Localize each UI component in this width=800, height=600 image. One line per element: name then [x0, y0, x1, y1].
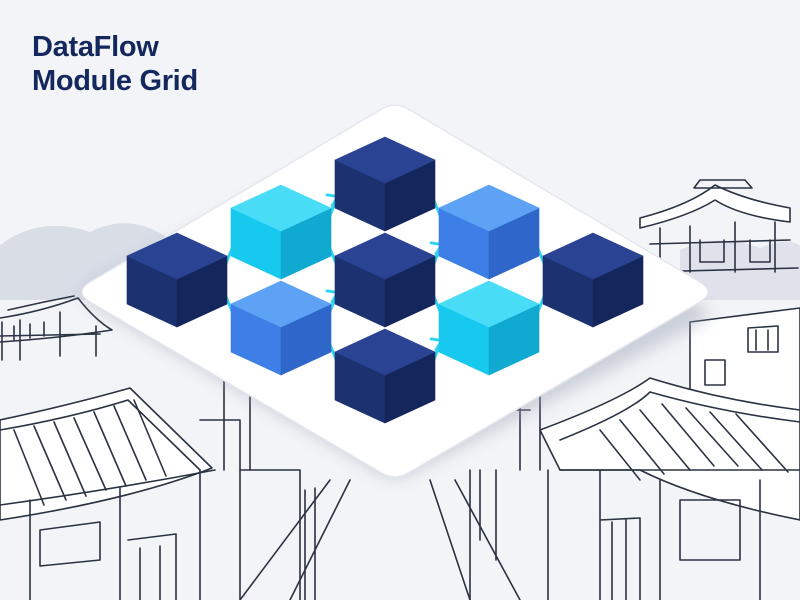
page-title: DataFlow Module Grid: [32, 30, 198, 98]
module-top-face: [230, 184, 332, 232]
background-scenery: [0, 179, 800, 600]
module-top-face: [438, 280, 540, 328]
module-bottom: [334, 328, 436, 424]
module-right: [542, 232, 644, 328]
module-center: [334, 232, 436, 328]
module-upper-right: [438, 184, 540, 280]
alley-lines: [239, 469, 521, 600]
right-building: [689, 307, 800, 421]
module-top-face: [334, 328, 436, 376]
module-upper-left: [230, 184, 332, 280]
left-hanok: [0, 295, 113, 361]
lower-left-house: [0, 349, 301, 600]
module-top-face: [542, 232, 644, 280]
module-top-face: [438, 184, 540, 232]
module-top-face: [126, 232, 228, 280]
module-top-face: [230, 280, 332, 328]
module-left: [126, 232, 228, 328]
module-top-face: [334, 232, 436, 280]
module-layer: [126, 136, 644, 424]
module-top-face: [334, 136, 436, 184]
module-lower-right: [438, 280, 540, 376]
module-lower-left: [230, 280, 332, 376]
module-top: [334, 136, 436, 232]
lower-right-house: [469, 377, 800, 600]
title-line-1: DataFlow: [32, 31, 159, 63]
title-line-2: Module Grid: [32, 65, 198, 97]
